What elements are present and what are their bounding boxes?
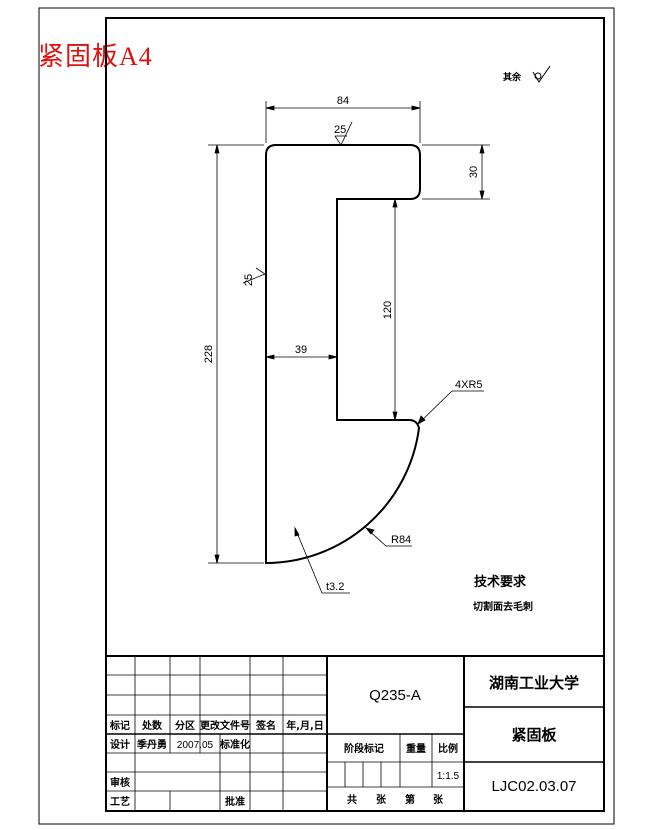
dim-web-width [265,354,338,360]
drawing-title: 紧固板A4 [38,42,153,71]
dim-slot-height-text: 120 [382,301,394,319]
footer-sheet: 张 [376,793,387,806]
scale-value: 1:1.5 [437,771,460,782]
dim-height-top-text: 30 [468,166,480,178]
row-stage: 阶段标记 [344,742,384,755]
leader-thickness [294,526,350,594]
part-profile [265,144,421,565]
school-name: 湖南工业大学 [489,674,579,692]
dim-overall-height-text: 228 [203,345,215,363]
designer-name: 季丹勇 [136,738,167,751]
roughness-rest-label: 其余 [503,71,522,83]
material-text: Q235-A [369,687,421,704]
outer-border [38,7,615,825]
design-date: 2007.05 [177,740,214,751]
roughness-left-value: 25 [243,274,255,286]
roughness-top-icon [334,121,353,146]
leader-corner-radius [417,390,484,425]
header-zone: 分区 [175,719,195,732]
notes-line1: 切割面去毛刺 [473,600,533,613]
drawing-number: LJC02.03.07 [491,778,576,795]
header-mark: 标记 [109,719,130,732]
dim-web-width-text: 39 [295,344,307,356]
arc-radius-text: R84 [391,534,411,546]
row-check: 审核 [110,776,130,789]
row-design: 设计 [110,738,130,751]
header-count: 处数 [141,719,163,732]
corner-radius-text: 4XR5 [455,379,483,391]
dim-height-top [422,144,490,200]
roughness-left-icon [242,267,266,284]
dim-width-top-text: 84 [337,95,349,107]
footer-sheet2: 张 [433,793,444,806]
header-sign: 签名 [255,719,276,732]
notes-heading: 技术要求 [474,574,527,590]
dim-slot-height [392,198,398,421]
title-block [106,655,604,811]
part-name: 紧固板 [511,726,557,744]
row-approve: 批准 [225,795,245,808]
row-standard: 标准化 [219,738,250,751]
leader-arc-radius [364,527,412,547]
roughness-top-value: 25 [334,124,346,136]
row-process: 工艺 [110,795,130,808]
roughness-rest-icon [532,65,551,83]
footer-no: 第 [405,793,415,806]
header-date: 年,月,日 [286,719,324,732]
footer-total: 共 [347,793,357,806]
inner-frame [105,17,605,812]
row-weight: 重量 [406,742,426,755]
dim-width-top [265,101,421,143]
header-docno: 更改文件号 [200,719,250,732]
thickness-text: t3.2 [326,581,344,593]
row-scale: 比例 [438,742,458,755]
dim-overall-height [208,144,264,564]
